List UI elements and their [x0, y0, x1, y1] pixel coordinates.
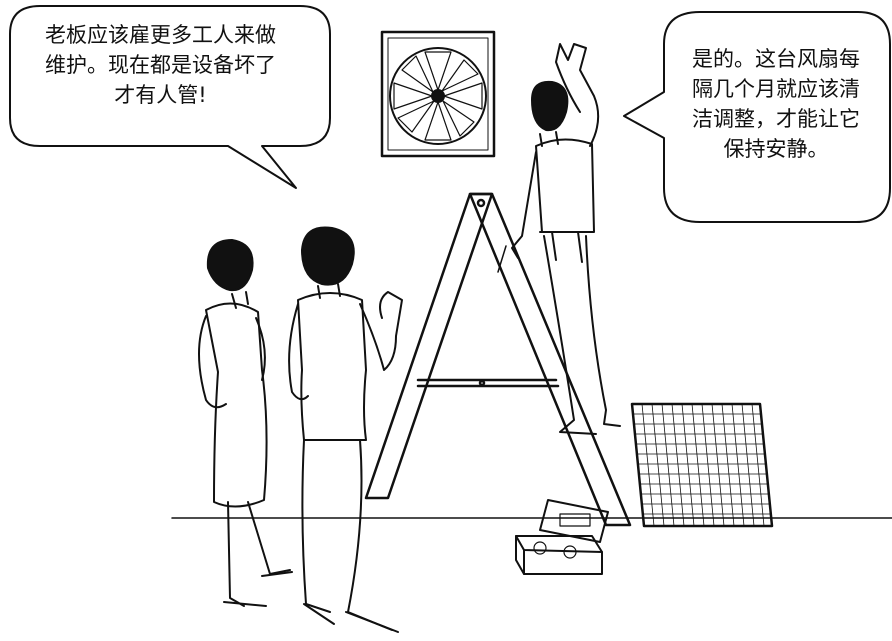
speech-line: 隔几个月就应该清	[692, 77, 860, 101]
speech-line: 是的。这台风扇每	[692, 47, 860, 71]
speech-line: 维护。现在都是设备坏了	[45, 53, 276, 77]
wall-fan-icon	[380, 30, 496, 158]
ladder	[364, 192, 632, 527]
woman-figure	[198, 239, 293, 607]
speech-line: 洁调整，才能让它	[692, 107, 860, 131]
fan-guard-panel	[630, 402, 774, 528]
speech-bubble-right	[623, 11, 891, 223]
speech-text-left: 老板应该雇更多工人来做 维护。现在都是设备坏了 才有人管!	[18, 20, 303, 110]
man-figure-center	[288, 226, 403, 633]
speech-line: 保持安静。	[723, 137, 829, 161]
speech-line: 老板应该雇更多工人来做	[45, 23, 276, 47]
speech-text-right: 是的。这台风扇每 隔几个月就应该清 洁调整，才能让它 保持安静。	[676, 44, 876, 164]
speech-bubble-left	[9, 5, 331, 189]
toolbox-icon	[515, 499, 609, 575]
man-figure-ladder	[497, 43, 621, 435]
speech-line: 才有人管!	[114, 83, 207, 107]
